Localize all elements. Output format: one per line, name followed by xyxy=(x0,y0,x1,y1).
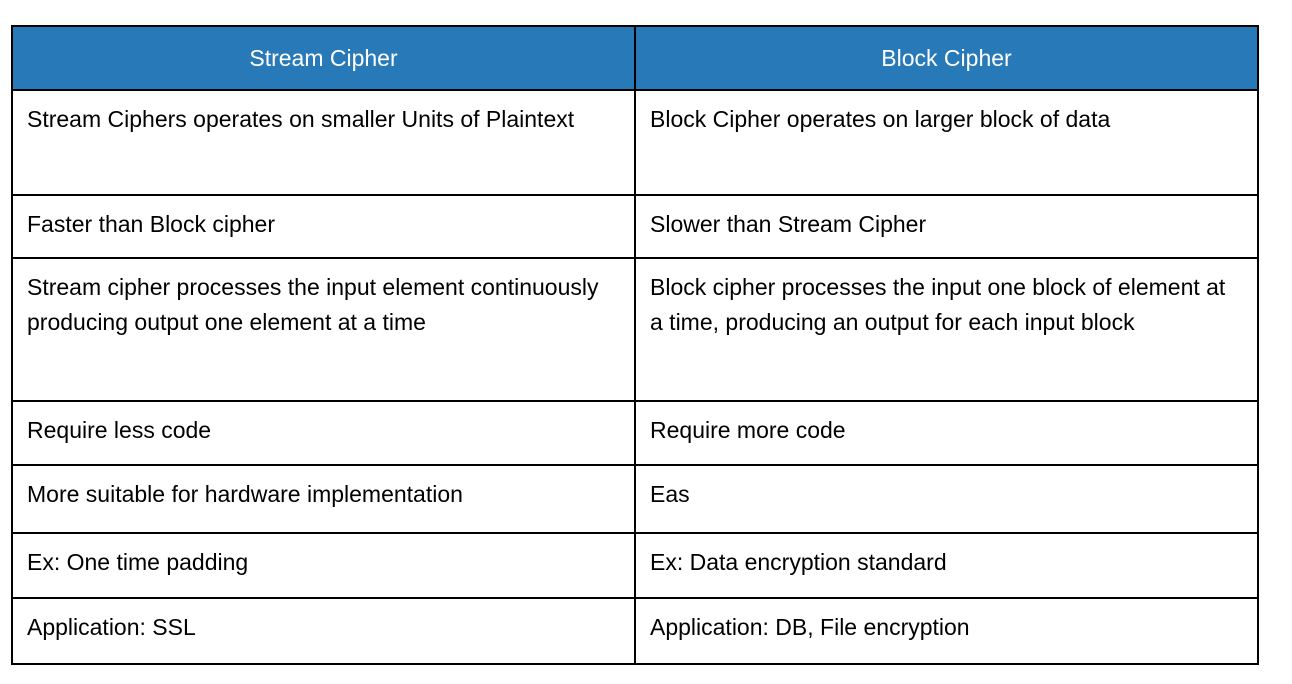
cell-stream-application: Application: SSL xyxy=(11,597,636,665)
column-header-stream-cipher: Stream Cipher xyxy=(11,25,636,91)
table-row: Ex: One time padding Ex: Data encryption… xyxy=(11,532,1259,599)
cell-block-hardware: Eas xyxy=(634,464,1259,534)
table-row: Require less code Require more code xyxy=(11,400,1259,466)
cell-block-processing: Block cipher processes the input one blo… xyxy=(634,257,1259,402)
table-row: Faster than Block cipher Slower than Str… xyxy=(11,194,1259,259)
cell-block-units: Block Cipher operates on larger block of… xyxy=(634,89,1259,196)
table-row: Stream cipher processes the input elemen… xyxy=(11,257,1259,402)
table-row: Application: SSL Application: DB, File e… xyxy=(11,597,1259,665)
cell-stream-processing: Stream cipher processes the input elemen… xyxy=(11,257,636,402)
table-row: Stream Ciphers operates on smaller Units… xyxy=(11,89,1259,196)
cell-block-application: Application: DB, File encryption xyxy=(634,597,1259,665)
header-row: Stream Cipher Block Cipher xyxy=(11,25,1259,91)
cell-stream-hardware: More suitable for hardware implementatio… xyxy=(11,464,636,534)
cipher-comparison-table: Stream Cipher Block Cipher Stream Cipher… xyxy=(11,25,1259,665)
cell-block-speed: Slower than Stream Cipher xyxy=(634,194,1259,259)
cell-stream-code: Require less code xyxy=(11,400,636,466)
column-header-block-cipher: Block Cipher xyxy=(634,25,1259,91)
table-row: More suitable for hardware implementatio… xyxy=(11,464,1259,534)
cell-stream-speed: Faster than Block cipher xyxy=(11,194,636,259)
cell-stream-example: Ex: One time padding xyxy=(11,532,636,599)
cell-block-example: Ex: Data encryption standard xyxy=(634,532,1259,599)
cell-stream-units: Stream Ciphers operates on smaller Units… xyxy=(11,89,636,196)
cell-block-code: Require more code xyxy=(634,400,1259,466)
